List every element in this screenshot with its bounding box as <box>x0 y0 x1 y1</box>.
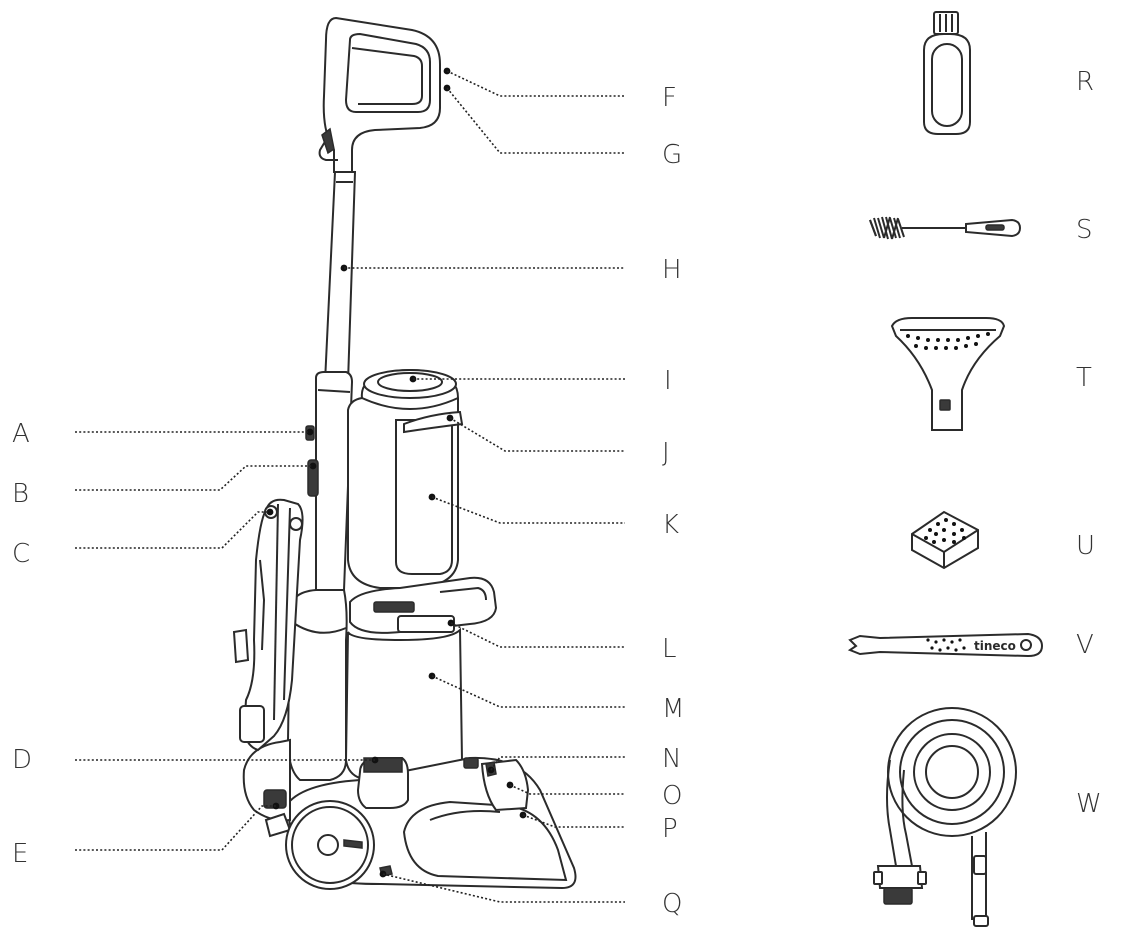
callout-t: T <box>1076 363 1092 393</box>
upholstery-tool-illustration <box>890 317 1006 431</box>
callout-labels: A B C D E F G H I J K L M N O P Q R S T … <box>12 67 1102 919</box>
dirty-water-tray <box>349 576 498 634</box>
cleaning-brush-illustration <box>869 216 1022 240</box>
callout-w: W <box>1076 789 1102 819</box>
callout-f: F <box>662 83 677 113</box>
callout-j: J <box>662 438 670 468</box>
callout-r: R <box>1076 67 1094 97</box>
leader-lines <box>75 67 625 903</box>
filter-sponge-illustration <box>911 510 979 570</box>
callout-k: K <box>662 510 679 540</box>
main-body-column <box>286 371 354 781</box>
callout-b: B <box>12 479 29 509</box>
rear-hose-assembly <box>232 498 304 752</box>
handle-grip <box>318 16 441 173</box>
callout-l: L <box>662 634 677 664</box>
callout-a: A <box>12 419 30 449</box>
brand-mark: tineco <box>974 639 1016 653</box>
callout-d: D <box>12 745 32 775</box>
base-body <box>344 627 464 779</box>
callout-q: Q <box>662 889 682 919</box>
callout-n: N <box>662 744 681 774</box>
callout-s: S <box>1076 215 1093 245</box>
callout-m: M <box>662 694 684 724</box>
callout-u: U <box>1076 531 1095 561</box>
callout-p: P <box>662 814 678 844</box>
rear-wheel <box>285 800 375 890</box>
callout-c: C <box>12 539 30 569</box>
hose-illustration <box>873 707 1017 927</box>
solution-bottle-illustration <box>923 11 971 135</box>
callout-h: H <box>662 255 682 285</box>
callout-o: O <box>662 781 682 811</box>
callout-i: I <box>664 366 672 396</box>
water-tank <box>347 369 464 589</box>
carpet-cleaner-illustration <box>75 16 625 903</box>
callout-e: E <box>12 839 28 869</box>
callout-g: G <box>662 140 682 170</box>
cleaning-tool-illustration: tineco <box>847 632 1044 658</box>
handle-tube <box>323 171 357 383</box>
callout-v: V <box>1076 630 1094 660</box>
